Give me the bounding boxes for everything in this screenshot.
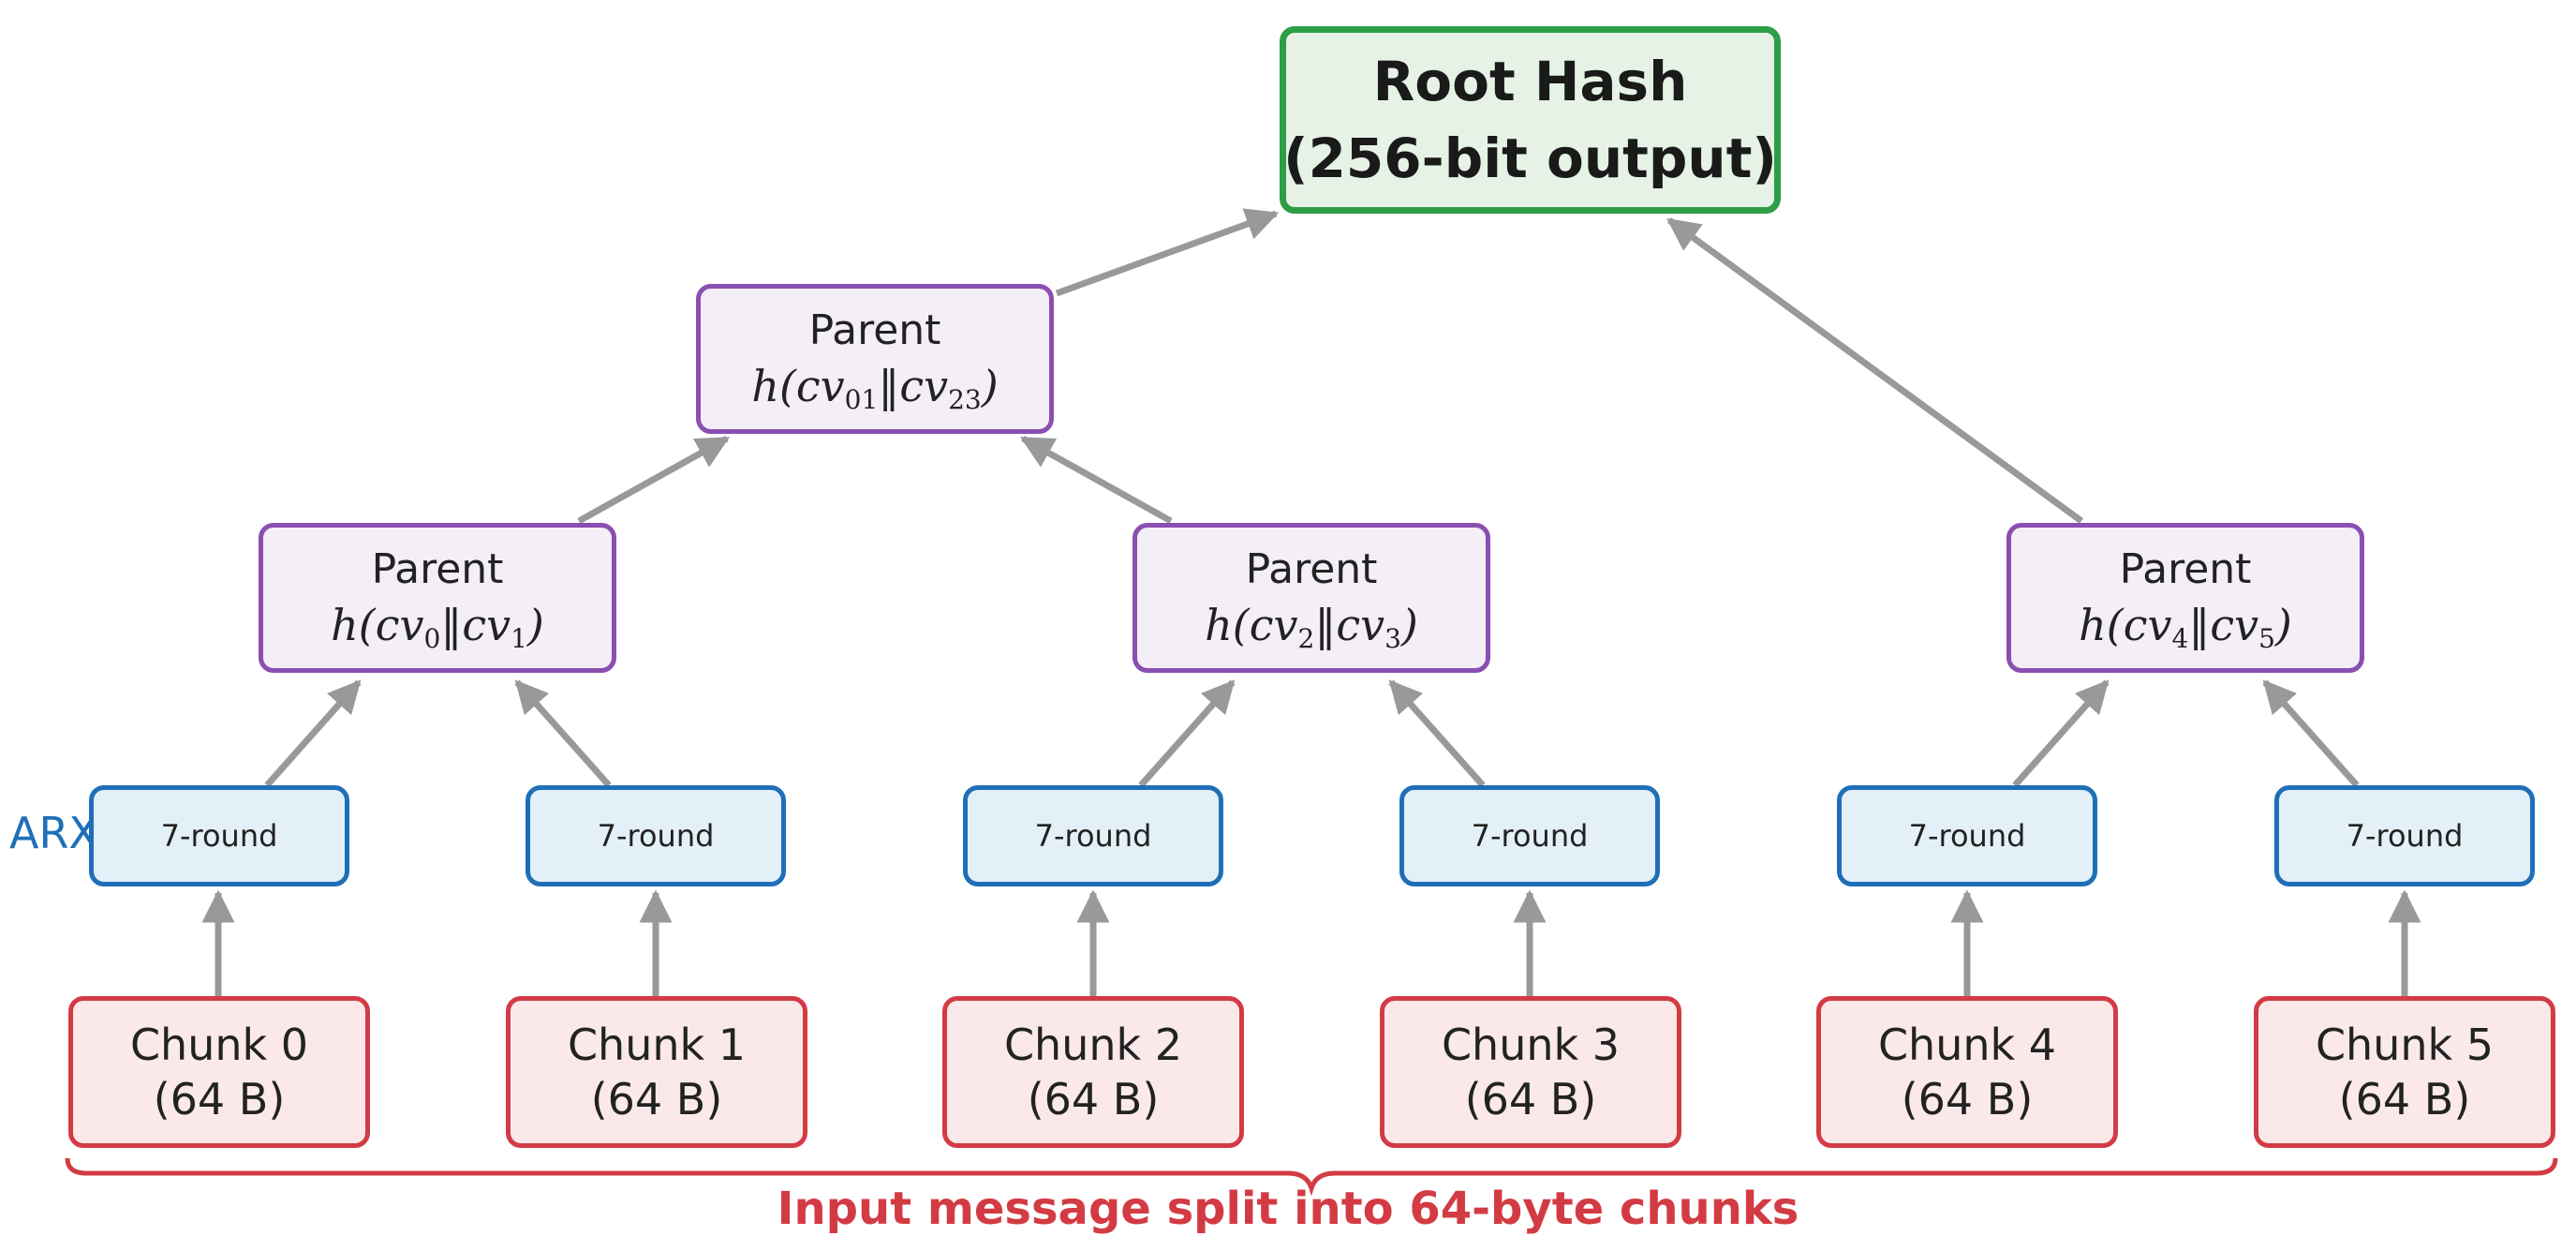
round-label: 7-round bbox=[160, 818, 278, 854]
round-box-4: 7-round bbox=[1837, 785, 2097, 886]
round-box-3: 7-round bbox=[1399, 785, 1660, 886]
round-box-1: 7-round bbox=[526, 785, 786, 886]
chunk-size: (64 B) bbox=[1901, 1074, 2034, 1124]
chunk-box-5: Chunk 5 (64 B) bbox=[2254, 996, 2555, 1148]
parent-title: Parent bbox=[1245, 545, 1378, 593]
arrow-parent45-root bbox=[1666, 217, 2084, 524]
chunk-size: (64 B) bbox=[153, 1074, 286, 1124]
parent-title: Parent bbox=[2119, 545, 2252, 593]
arrow-round0-parent bbox=[264, 679, 362, 788]
chunk-size: (64 B) bbox=[590, 1074, 723, 1124]
chunk-box-3: Chunk 3 (64 B) bbox=[1380, 996, 1681, 1148]
chunk-label: Chunk 0 bbox=[129, 1020, 309, 1070]
arrow-parent23-top bbox=[1019, 435, 1173, 525]
round-box-0: 7-round bbox=[89, 785, 349, 886]
parent-title: Parent bbox=[808, 306, 941, 354]
round-box-2: 7-round bbox=[963, 785, 1223, 886]
root-hash-subtitle: (256-bit output) bbox=[1283, 127, 1777, 190]
chunk-box-4: Chunk 4 (64 B) bbox=[1816, 996, 2118, 1148]
parent-formula: h(cv2‖cv3) bbox=[1205, 600, 1418, 654]
parent-title: Parent bbox=[371, 545, 504, 593]
parent-formula: h(cv4‖cv5) bbox=[2079, 600, 2292, 654]
parent-node-0-1: Parent h(cv0‖cv1) bbox=[259, 523, 616, 673]
chunk-box-0: Chunk 0 (64 B) bbox=[68, 996, 370, 1148]
arrow-round4-parent bbox=[2012, 679, 2110, 788]
arx-label: ARX bbox=[9, 808, 98, 858]
chunk-label: Chunk 4 bbox=[1877, 1020, 2057, 1070]
chunk-size: (64 B) bbox=[1027, 1074, 1160, 1124]
chunk-box-2: Chunk 2 (64 B) bbox=[942, 996, 1244, 1148]
parent-formula: h(cv0‖cv1) bbox=[331, 600, 544, 654]
chunk-label: Chunk 2 bbox=[1003, 1020, 1183, 1070]
round-label: 7-round bbox=[1471, 818, 1589, 854]
parent-node-01-23: Parent h(cv01‖cv23) bbox=[696, 284, 1054, 434]
root-hash-node: Root Hash (256-bit output) bbox=[1280, 26, 1781, 214]
round-box-5: 7-round bbox=[2274, 785, 2535, 886]
arrow-round3-parent bbox=[1388, 679, 1486, 788]
chunk-size: (64 B) bbox=[1464, 1074, 1597, 1124]
parent-node-4-5: Parent h(cv4‖cv5) bbox=[2006, 523, 2364, 673]
chunk-label: Chunk 3 bbox=[1441, 1020, 1621, 1070]
round-label: 7-round bbox=[2346, 818, 2464, 854]
round-label: 7-round bbox=[1034, 818, 1152, 854]
chunk-label: Chunk 1 bbox=[567, 1020, 747, 1070]
arrow-round2-parent bbox=[1138, 679, 1236, 788]
chunk-box-1: Chunk 1 (64 B) bbox=[506, 996, 807, 1148]
root-hash-title: Root Hash bbox=[1372, 50, 1688, 113]
chunks-brace bbox=[65, 1157, 2558, 1197]
arrow-parent01-top bbox=[577, 435, 731, 525]
chunk-size: (64 B) bbox=[2338, 1074, 2471, 1124]
chunks-caption: Input message split into 64-byte chunks bbox=[777, 1183, 1799, 1235]
round-label: 7-round bbox=[1908, 818, 2026, 854]
round-label: 7-round bbox=[597, 818, 715, 854]
parent-formula: h(cv01‖cv23) bbox=[751, 361, 999, 415]
parent-node-2-3: Parent h(cv2‖cv3) bbox=[1133, 523, 1490, 673]
chunk-label: Chunk 5 bbox=[2315, 1020, 2495, 1070]
arrow-round1-parent bbox=[514, 679, 612, 788]
arrow-top-root bbox=[1055, 208, 1280, 297]
arrow-round5-parent bbox=[2262, 679, 2360, 788]
